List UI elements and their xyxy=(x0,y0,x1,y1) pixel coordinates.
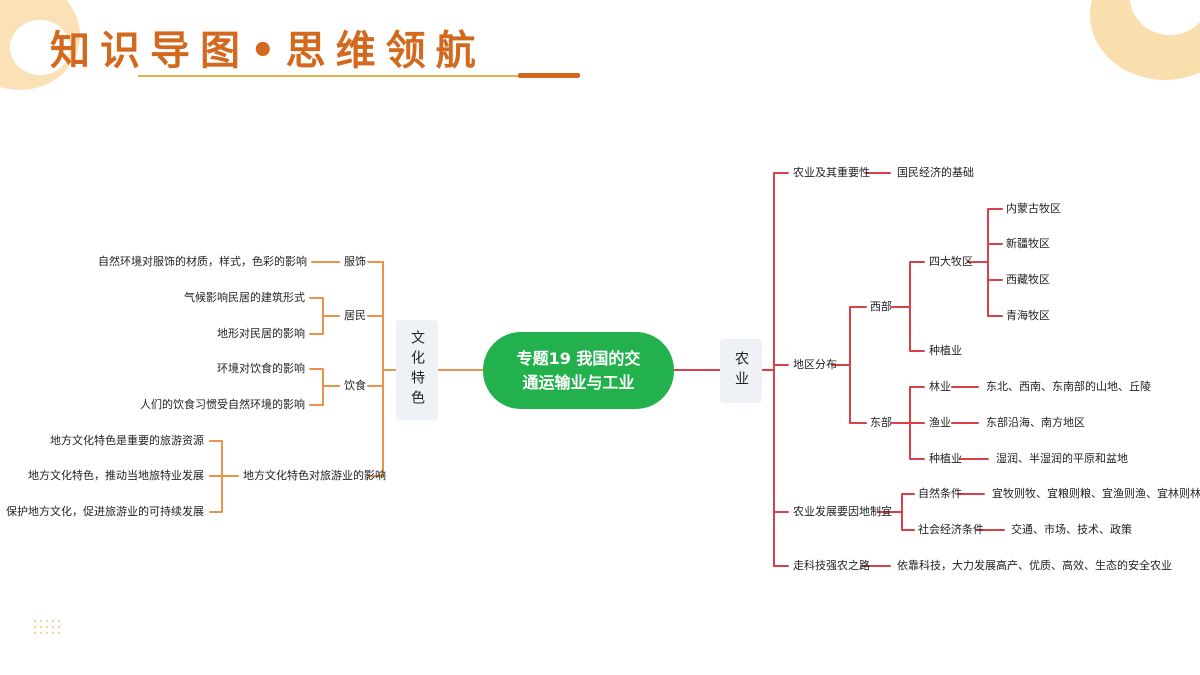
tourism-item-2: 地方文化特色，推动当地旅特业发展 xyxy=(28,469,204,482)
diet-item-1: 环境对饮食的影响 xyxy=(217,362,305,375)
diet-node: 饮食 xyxy=(344,379,366,392)
tech-node: 走科技强农之路 xyxy=(793,559,870,572)
fishery-value: 东部沿海、南方地区 xyxy=(986,416,1085,429)
housing-node: 居民 xyxy=(344,309,366,322)
east-planting-value: 湿润、半湿润的平原和盆地 xyxy=(996,452,1128,465)
east-planting-node: 种植业 xyxy=(929,452,962,465)
pastoral-item-2: 新疆牧区 xyxy=(1006,237,1050,250)
corner-decoration-left-inner xyxy=(10,20,70,75)
page-title: 知识导图•思维领航 xyxy=(50,28,486,74)
pastoral-node: 四大牧区 xyxy=(929,255,973,268)
tech-value: 依靠科技，大力发展高产、优质、高效、生态的安全农业 xyxy=(897,559,1172,572)
pastoral-item-4: 青海牧区 xyxy=(1006,309,1050,322)
importance-node: 农业及其重要性 xyxy=(793,166,870,179)
tourism-node: 地方文化特色对旅游业的影响 xyxy=(243,469,386,482)
development-node: 农业发展要因地制宜 xyxy=(793,505,892,518)
right-connectors xyxy=(673,172,1005,567)
center-topic-line1: 专题19 我国的交 xyxy=(516,348,641,368)
clothing-item-1: 自然环境对服饰的材质，样式，色彩的影响 xyxy=(98,255,307,268)
diet-item-2: 人们的饮食习惯受自然环境的影响 xyxy=(140,398,305,411)
forestry-value: 东北、西南、东南部的山地、丘陵 xyxy=(986,380,1151,393)
social-node: 社会经济条件 xyxy=(918,523,984,536)
center-topic-line2: 通运输业与工业 xyxy=(522,372,635,392)
clothing-node: 服饰 xyxy=(344,255,366,268)
housing-item-2: 地形对民居的影响 xyxy=(217,327,305,340)
forestry-node: 林业 xyxy=(929,380,951,393)
importance-value: 国民经济的基础 xyxy=(897,166,974,179)
left-connectors xyxy=(209,261,484,513)
agriculture-node: 农业 xyxy=(720,339,762,403)
tourism-item-1: 地方文化特色是重要的旅游资源 xyxy=(50,434,204,447)
social-value: 交通、市场、技术、政策 xyxy=(1011,523,1132,536)
east-node: 东部 xyxy=(870,416,892,429)
fishery-node: 渔业 xyxy=(929,416,951,429)
pastoral-item-1: 内蒙古牧区 xyxy=(1006,202,1061,215)
distribution-node: 地区分布 xyxy=(793,358,837,371)
west-planting-node: 种植业 xyxy=(929,344,962,357)
dot-pattern xyxy=(32,618,62,638)
natural-value: 宜牧则牧、宜粮则粮、宜渔则渔、宜林则林 xyxy=(992,487,1200,500)
west-node: 西部 xyxy=(870,300,892,313)
pastoral-item-3: 西藏牧区 xyxy=(1006,273,1050,286)
tourism-item-3: 保护地方文化，促进旅游业的可持续发展 xyxy=(6,505,204,518)
title-underline-accent xyxy=(518,73,580,78)
center-topic: 专题19 我国的交 通运输业与工业 xyxy=(483,332,674,409)
housing-item-1: 气候影响民居的建筑形式 xyxy=(184,291,305,304)
natural-node: 自然条件 xyxy=(918,487,962,500)
title-underline xyxy=(138,75,518,77)
culture-node: 文化特色 xyxy=(396,320,438,420)
